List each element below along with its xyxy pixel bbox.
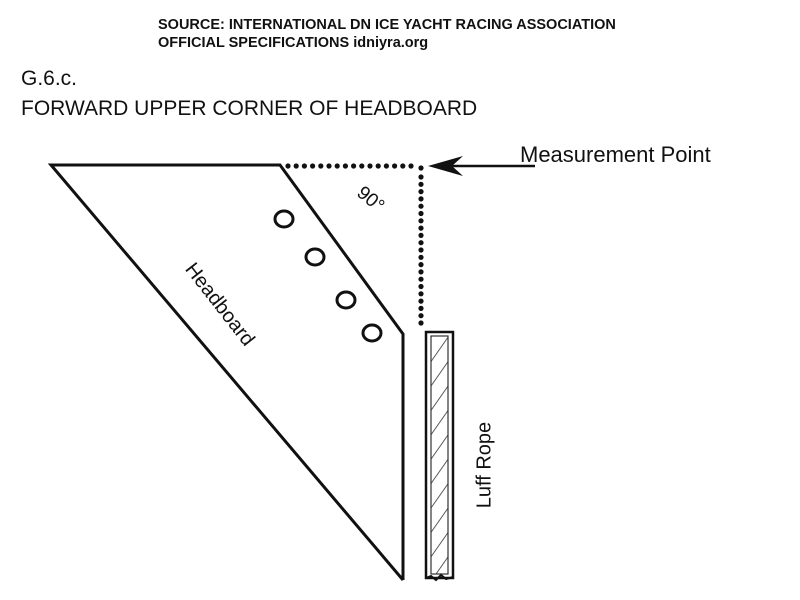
dotted-extension-vertical [418, 165, 424, 326]
luff-rope-label: Luff Rope [473, 422, 495, 508]
dot-vertical [418, 262, 424, 268]
dot-vertical [418, 189, 424, 195]
dotted-extension-horizontal [285, 163, 414, 169]
headboard-label: Headboard [180, 259, 258, 351]
dot-horizontal [301, 163, 307, 169]
hole-1 [273, 209, 295, 229]
dot-horizontal [310, 163, 316, 169]
dot-horizontal [375, 163, 381, 169]
dot-vertical [418, 305, 424, 311]
dot-horizontal [359, 163, 365, 169]
section-code: G.6.c. [21, 67, 78, 90]
headboard-outline [47, 163, 405, 581]
dot-horizontal [318, 163, 324, 169]
dot-horizontal [334, 163, 340, 169]
dot-vertical [418, 313, 424, 319]
dot-corner [418, 165, 424, 171]
dot-vertical [418, 298, 424, 304]
headboard-holes [273, 209, 383, 343]
dot-horizontal [383, 163, 389, 169]
dot-vertical [418, 196, 424, 202]
dot-vertical [418, 174, 424, 180]
hole-4 [361, 323, 383, 343]
dot-vertical [418, 254, 424, 260]
dot-vertical [418, 240, 424, 246]
dot-horizontal [392, 163, 398, 169]
dot-vertical [418, 269, 424, 275]
dot-vertical [418, 291, 424, 297]
source-line-1: SOURCE: INTERNATIONAL DN ICE YACHT RACIN… [158, 17, 616, 33]
dot-horizontal [326, 163, 332, 169]
dot-vertical [418, 210, 424, 217]
dot-vertical [418, 247, 424, 253]
dot-vertical [418, 218, 424, 224]
dot-vertical [418, 232, 424, 238]
arrow-head-icon [428, 156, 463, 176]
dot-horizontal [342, 163, 348, 169]
dot-horizontal [400, 163, 406, 169]
section-title: FORWARD UPPER CORNER OF HEADBOARD [21, 97, 478, 120]
dot-vertical [418, 181, 424, 187]
dot-vertical [418, 283, 424, 290]
dot-horizontal [408, 163, 414, 169]
dot-horizontal [351, 163, 357, 169]
dot-vertical [418, 276, 424, 282]
dot-horizontal [285, 163, 291, 169]
luff-rope-hatching [430, 335, 449, 575]
dot-vertical [418, 203, 424, 209]
dot-horizontal [293, 163, 299, 169]
dot-vertical [418, 225, 424, 231]
dot-vertical [418, 320, 424, 326]
luff-rope-frayed-end [425, 573, 454, 582]
measurement-point-label: Measurement Point [520, 142, 711, 167]
luff-rope [424, 330, 455, 582]
hole-3 [335, 290, 357, 310]
source-line-2: OFFICIAL SPECIFICATIONS idniyra.org [158, 35, 429, 51]
angle-label: 90° [353, 182, 389, 217]
hole-2 [304, 247, 326, 267]
measurement-arrow [428, 156, 535, 176]
dot-horizontal [367, 163, 373, 169]
